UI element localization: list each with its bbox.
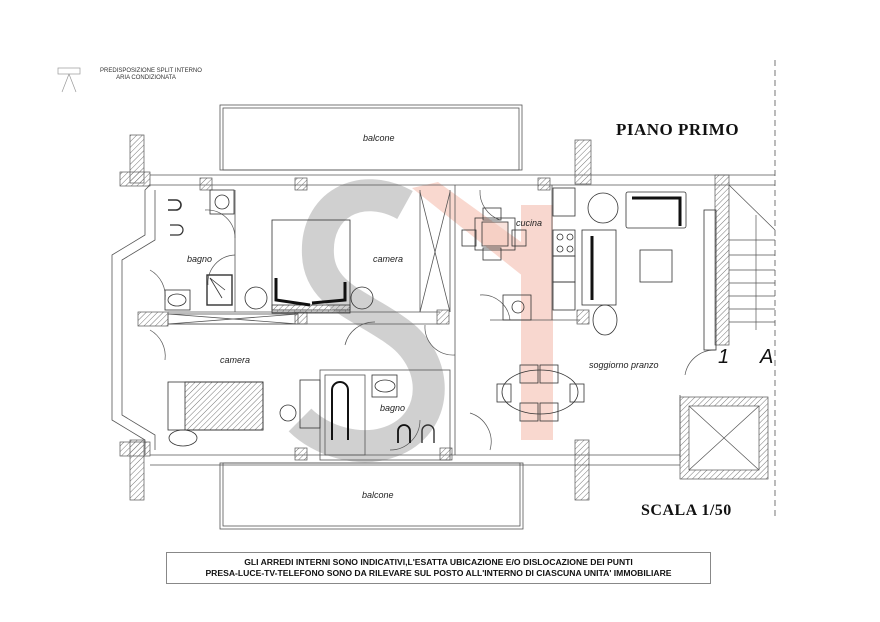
split-ac-icon (57, 67, 81, 93)
room-label-camera-2: camera (220, 355, 251, 365)
pillars (119, 134, 730, 501)
room-label-soggiorno: soggiorno pranzo (589, 360, 659, 370)
watermark-s-icon (288, 179, 445, 463)
unit-number: 1 (718, 346, 730, 368)
bedroom-2-furniture (167, 379, 321, 447)
room-label-balcone-bottom: balcone (362, 490, 394, 500)
room-label-balcone-top: balcone (363, 133, 395, 143)
scale-label: SCALA 1/50 (641, 502, 732, 519)
living-room-furniture (496, 191, 717, 422)
balcony-bottom (219, 462, 524, 530)
balcony-top (219, 104, 523, 171)
room-label-cucina: cucina (516, 218, 543, 228)
outer-walls (111, 60, 776, 520)
bathroom-2-fixtures (331, 374, 435, 443)
kitchen-furniture (461, 187, 576, 321)
ac-legend-label: PREDISPOSIZIONE SPLIT INTERNO ARIA CONDI… (100, 68, 202, 82)
bedroom-1-furniture (244, 219, 374, 314)
room-label-bagno-2: bagno (380, 403, 406, 413)
unit-letter: A (760, 346, 774, 368)
room-label-bagno-1: bagno (187, 254, 213, 264)
furniture-disclaimer-box: GLI ARREDI INTERNI SONO INDICATIVI,L'ESA… (166, 552, 711, 584)
ac-legend-line-1: PREDISPOSIZIONE SPLIT INTERNO (100, 68, 202, 74)
staircase (728, 184, 776, 330)
room-label-camera-1: camera (373, 254, 404, 264)
ac-legend-line-2: ARIA CONDIZIONATA (116, 75, 176, 81)
disclaimer-line-2: PRESA-LUCE-TV-TELEFONO SONO DA RILEVARE … (205, 568, 672, 578)
bathroom-1-fixtures (164, 189, 235, 311)
disclaimer-line-1: GLI ARREDI INTERNI SONO INDICATIVI,L'ESA… (244, 557, 633, 567)
floor-title: PIANO PRIMO (616, 120, 740, 139)
elevator-shaft (679, 396, 769, 480)
